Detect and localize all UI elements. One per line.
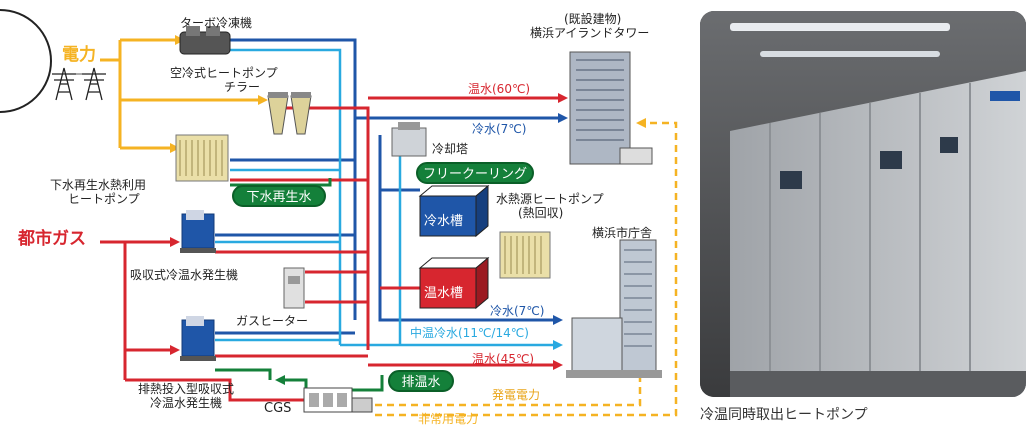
arrow	[170, 143, 180, 153]
mid-temp-lines	[215, 48, 560, 347]
decorative-circle	[0, 9, 52, 113]
mid-cold-label: 中温冷水(11℃/14℃)	[410, 326, 529, 340]
energy-flow-diagram: 電力 都市ガス ターボ冷凍機 空冷式ヒートポンプ チラー 下水再生水熱利用 ヒー…	[0, 9, 678, 426]
city-hall-icon	[566, 239, 662, 378]
emergency-power-label: 非常用電力	[418, 412, 479, 426]
arrow	[553, 315, 563, 325]
absorption-chiller-icon	[180, 210, 216, 253]
water-hp-icon	[499, 231, 551, 279]
cold-tank-label: 冷水槽	[424, 214, 464, 229]
water-hp-label-1: 水熱源ヒートポンプ	[496, 192, 604, 206]
photo-caption: 冷温同時取出ヒートポンプ	[700, 407, 868, 423]
gas-heater-label: ガスヒーター	[236, 314, 309, 328]
electricity-lines	[100, 38, 258, 150]
water-hp-label-2: (熱回収)	[518, 206, 564, 220]
gas-lines	[100, 240, 308, 402]
free-cooling-badge: フリークーリング	[416, 162, 534, 184]
hot-tank-label: 温水槽	[424, 286, 464, 301]
exhaust-hot-water-badge: 排温水	[388, 370, 454, 392]
island-tower-icon	[569, 51, 653, 165]
exhaust-chiller-label-2: 冷温水発生機	[150, 396, 223, 410]
arrow	[553, 340, 563, 350]
arrow	[558, 113, 568, 123]
cold-tank-icon	[418, 184, 490, 238]
exhaust-chiller-label-1: 排熱投入型吸収式	[138, 382, 235, 396]
arrow	[275, 375, 285, 385]
air-hp-chiller-icon	[267, 92, 312, 135]
photo-illustration	[700, 11, 1026, 397]
power-tower-icon	[52, 67, 106, 101]
hot-60-label: 温水(60℃)	[468, 82, 531, 96]
air-hp-label-1: 空冷式ヒートポンプ	[170, 66, 278, 80]
island-tower-label: 横浜アイランドタワー	[530, 26, 650, 40]
arrow	[170, 237, 180, 247]
arrow	[558, 93, 568, 103]
city-gas-label: 都市ガス	[18, 229, 86, 249]
hot-tank-icon	[418, 256, 490, 310]
arrow	[258, 95, 268, 105]
cold-7-bottom-label: 冷水(7℃)	[490, 304, 545, 318]
turbo-chiller-icon	[179, 26, 231, 55]
city-hall-label: 横浜市庁舎	[592, 226, 653, 240]
cgs-icon	[303, 387, 373, 413]
arrow	[636, 118, 646, 128]
cooling-tower-icon	[391, 122, 427, 157]
heat-pump-photo	[700, 11, 1026, 397]
gas-heater-icon	[283, 267, 305, 309]
turbo-chiller-label: ターボ冷凍機	[180, 16, 253, 30]
generated-power-label: 発電電力	[492, 388, 541, 402]
sewage-hp-label-2: ヒートポンプ	[68, 192, 140, 206]
sewage-hp-label-1: 下水再生水熱利用	[50, 178, 147, 192]
electricity-label: 電力	[62, 45, 96, 65]
flow-lines	[0, 9, 678, 417]
absorption-chiller-label: 吸収式冷温水発生機	[130, 268, 239, 282]
arrow	[170, 345, 180, 355]
exhaust-chiller-icon	[180, 316, 216, 361]
cgs-label: CGS	[264, 401, 292, 416]
air-hp-label-2: チラー	[224, 80, 261, 94]
dashed-power-lines	[375, 121, 678, 417]
arrow	[553, 360, 563, 370]
cold-7-top-label: 冷水(7℃)	[472, 122, 527, 136]
sewage-hp-icon	[175, 134, 229, 182]
cooling-tower-label: 冷却塔	[432, 142, 469, 156]
hot-45-label: 温水(45℃)	[472, 352, 535, 366]
sewage-water-badge: 下水再生水	[232, 185, 326, 207]
existing-building-label: (既設建物)	[564, 12, 622, 26]
